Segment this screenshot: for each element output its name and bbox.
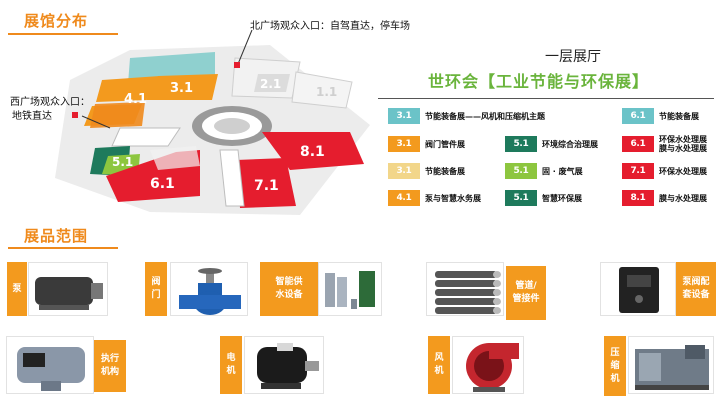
hall-w-block xyxy=(90,127,181,176)
legend-item: 3.1 节能装备展——风机和压缩机主题 xyxy=(388,107,545,125)
product-label: 压 缩 机 xyxy=(604,336,626,396)
legend-hall-theme: 节能装备展 xyxy=(659,111,699,121)
compressor-icon xyxy=(628,336,714,394)
exhibition-map: 4.1 3.1 2.1 1.1 5.1 6.1 7.1 8.1 xyxy=(55,29,370,215)
west-entrance-label-2: 地铁直达 xyxy=(12,111,52,122)
hall-7-1 xyxy=(236,158,296,208)
legend-hall-theme: 环保水处理展 xyxy=(659,166,707,176)
hall-nw-block xyxy=(84,52,218,128)
north-entrance-label: 北广场观众入口：自驾直达，停车场 xyxy=(250,21,410,32)
pipes-icon xyxy=(426,262,504,316)
legend-hall-theme: 膜与水处理展 xyxy=(659,193,707,203)
product-label: 阀 门 xyxy=(145,262,167,316)
hall-label-7-1: 7.1 xyxy=(254,178,279,194)
legend-hall-badge: 5.1 xyxy=(505,190,537,206)
legend-hall-theme: 节能装备展——风机和压缩机主题 xyxy=(425,111,545,121)
legend-item: 8.1 膜与水处理展 xyxy=(622,189,707,207)
center-roundabout xyxy=(192,106,272,146)
hall-8-1 xyxy=(262,132,364,170)
legend-item: 5.1 环境综合治理展 xyxy=(505,135,598,153)
product-label: 泵阀配 套设备 xyxy=(676,262,716,316)
legend-hall-badge: 8.1 xyxy=(622,190,654,206)
valve-icon xyxy=(170,262,248,316)
legend-hall-badge: 6.1 xyxy=(622,108,654,124)
legend-hall-badge: 5.1 xyxy=(505,163,537,179)
hall-label-4-1: 4.1 xyxy=(124,92,147,107)
legend-hall-badge: 7.1 xyxy=(622,163,654,179)
west-entrance-marker xyxy=(72,112,78,118)
west-entrance-label-1: 西广场观众入口： xyxy=(10,97,90,108)
hall-label-8-1: 8.1 xyxy=(300,144,325,160)
north-entrance-marker xyxy=(234,62,240,68)
legend-hall-theme: 环保水处理展 膜与水处理展 xyxy=(659,135,707,153)
hall-label-2-1: 2.1 xyxy=(260,77,281,91)
legend-item: 3.1 节能装备展 xyxy=(388,162,465,180)
legend-hall-theme: 环境综合治理展 xyxy=(542,139,598,149)
hall-subtitle: 世环会【工业节能与环保展】 xyxy=(428,72,650,91)
product-label: 管道/ 管接件 xyxy=(506,266,546,320)
product-label: 执行 机构 xyxy=(94,340,126,392)
product-label: 电 机 xyxy=(220,336,242,394)
legend-item: 6.1 节能装备展 xyxy=(622,107,699,125)
water-supply-equipment-icon xyxy=(318,262,382,316)
control-cabinet-icon xyxy=(600,262,676,316)
hall-label-3-1: 3.1 xyxy=(170,81,193,96)
legend-hall-theme: 泵与智慧水务展 xyxy=(425,193,481,203)
products-title: 展品范围 xyxy=(24,227,89,245)
actuator-icon xyxy=(6,336,94,394)
motor-icon xyxy=(244,336,324,394)
legend-hall-badge: 5.1 xyxy=(505,136,537,152)
hall-label-6-1: 6.1 xyxy=(150,176,175,192)
hall-title: 一层展厅 xyxy=(545,49,601,65)
legend-hall-badge: 4.1 xyxy=(388,190,420,206)
fan-icon xyxy=(452,336,524,394)
north-entrance-pointer xyxy=(237,29,253,65)
legend-hall-badge: 3.1 xyxy=(388,136,420,152)
legend-hall-theme: 固 · 废气展 xyxy=(542,166,583,176)
hall-label-5-1: 5.1 xyxy=(112,155,133,169)
west-entrance-pointer xyxy=(81,115,111,129)
hall-ne-block xyxy=(231,57,353,109)
product-label: 风 机 xyxy=(428,336,450,394)
product-label: 泵 xyxy=(7,262,27,316)
legend-hall-badge: 3.1 xyxy=(388,108,420,124)
legend-item: 6.1 环保水处理展 膜与水处理展 xyxy=(622,135,707,153)
product-label: 智能供 水设备 xyxy=(260,262,318,316)
legend-hall-theme: 智慧环保展 xyxy=(542,193,582,203)
hall-label-1-1: 1.1 xyxy=(316,85,337,99)
hall-divider xyxy=(378,98,714,99)
legend-item: 5.1 固 · 废气展 xyxy=(505,162,583,180)
legend-hall-badge: 3.1 xyxy=(388,163,420,179)
legend-item: 4.1 泵与智慧水务展 xyxy=(388,189,481,207)
legend-hall-theme: 阀门管件展 xyxy=(425,139,465,149)
products-title-rule xyxy=(8,247,118,249)
legend-item: 3.1 阀门管件展 xyxy=(388,135,465,153)
legend-hall-badge: 6.1 xyxy=(622,136,654,152)
pump-icon xyxy=(28,262,108,316)
legend-item: 7.1 环保水处理展 xyxy=(622,162,707,180)
legend-item: 5.1 智慧环保展 xyxy=(505,189,582,207)
distribution-title-rule xyxy=(8,33,118,35)
distribution-title: 展馆分布 xyxy=(24,12,89,30)
legend-hall-theme: 节能装备展 xyxy=(425,166,465,176)
